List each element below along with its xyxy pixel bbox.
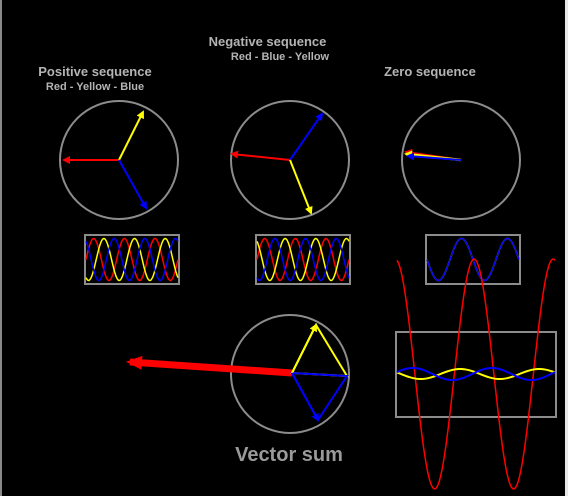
- zero-circle: [401, 100, 521, 220]
- negative-sequence-order: Red - Blue - Yellow: [230, 51, 330, 63]
- negative-phasor-group: [230, 100, 350, 220]
- vector-sum-yellow-triangle: [290, 322, 349, 378]
- positive-waveform: [84, 234, 180, 285]
- vector-sum-blue-triangle: [290, 371, 349, 422]
- window-right-border: [565, 0, 568, 496]
- positive-circle: [59, 100, 179, 220]
- vector-sum-title: Vector sum: [235, 444, 343, 466]
- negative-yellow-wave: [256, 237, 350, 282]
- positive-blue-phasor: [118, 159, 147, 210]
- sum-waveform: [395, 258, 557, 490]
- vector-sum-group: [126, 314, 350, 434]
- window-left-border: [0, 0, 2, 496]
- positive-red-wave: [85, 237, 179, 282]
- negative-circle: [230, 100, 350, 220]
- vector-sum-red-result: [126, 355, 293, 377]
- zero-blue-phasor: [406, 152, 462, 161]
- negative-red-wave: [256, 237, 350, 282]
- negative-yellow-phasor: [289, 159, 313, 215]
- positive-yellow-wave: [85, 237, 179, 282]
- zero-sequence-title: Zero sequence: [384, 64, 476, 79]
- sum-blue-wave: [396, 366, 556, 382]
- negative-blue-wave: [256, 237, 350, 282]
- negative-blue-phasor: [289, 112, 324, 161]
- zero-phasor-group: [401, 100, 521, 220]
- positive-blue-wave: [85, 237, 179, 282]
- negative-sequence-title: Negative sequence: [208, 34, 327, 49]
- positive-yellow-phasor: [118, 110, 144, 161]
- negative-waveform: [255, 234, 351, 285]
- positive-sequence-title: Positive sequence: [38, 64, 152, 79]
- sum-yellow-wave: [396, 367, 556, 381]
- positive-phasor-group: [59, 100, 179, 220]
- positive-sequence-order: Red - Yellow - Blue: [45, 81, 145, 93]
- vector-sum-circle: [230, 314, 350, 434]
- negative-red-phasor: [230, 150, 291, 161]
- sum-red-wave: [396, 258, 556, 490]
